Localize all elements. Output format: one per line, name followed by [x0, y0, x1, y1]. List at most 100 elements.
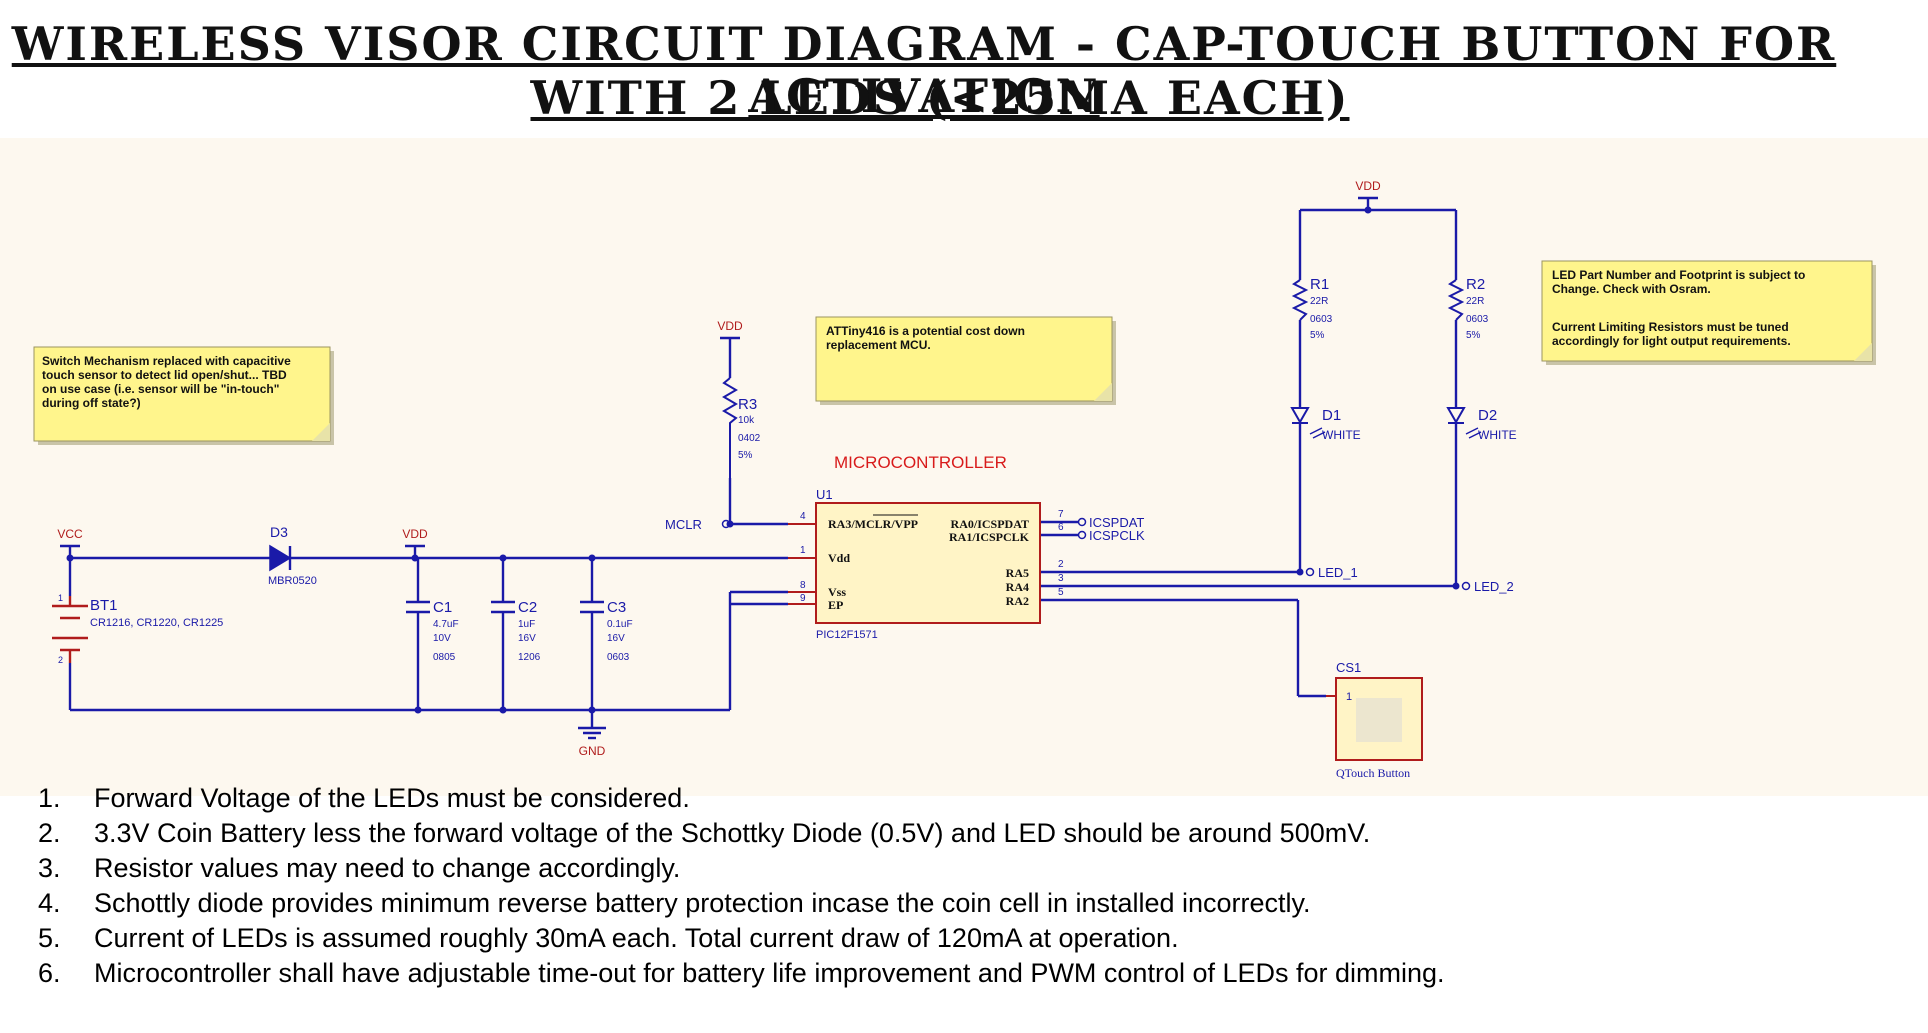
wires	[68, 198, 1458, 728]
net-icspclk: ICSPCLK	[1089, 528, 1145, 543]
page-title-line-1: WIRELESS VISOR CIRCUIT DIAGRAM - CAP-TOU…	[11, 17, 1837, 123]
r3-ref: R3	[738, 396, 757, 413]
r2-pkg: 0603	[1466, 314, 1489, 325]
note-switch-line-1: Switch Mechanism replaced with capacitiv…	[42, 354, 291, 368]
d1-ref: D1	[1322, 407, 1341, 424]
power-symbols	[60, 196, 1378, 548]
qtouch-button-cs1: CS1 1 QTouch Button	[1326, 660, 1423, 780]
junction-dots	[66, 206, 1460, 714]
diode-d3: D3 MBR0520	[268, 524, 317, 587]
footnote-item: 1. Forward Voltage of the LEDs must be co…	[38, 781, 1445, 816]
footnote-number: 1.	[38, 783, 61, 813]
vdd-label-1: VDD	[402, 527, 428, 541]
c3-value: 0.1uF	[607, 619, 633, 630]
net-mclr: MCLR	[665, 517, 702, 532]
note-led: LED Part Number and Footprint is subject…	[1541, 260, 1876, 365]
c2-pkg: 1206	[518, 652, 541, 663]
c2-ref: C2	[518, 599, 537, 616]
footnote-text: Microcontroller shall have adjustable ti…	[94, 958, 1445, 988]
u1-pin-ra2: RA2	[1006, 594, 1029, 608]
d1-value: WHITE	[1322, 428, 1361, 442]
microcontroller-label: MICROCONTROLLER	[834, 453, 1007, 472]
footnote-number: 3.	[38, 853, 61, 883]
u1-pin-num-1: 1	[800, 545, 806, 556]
net-led2: LED_2	[1474, 579, 1514, 594]
r2-ref: R2	[1466, 276, 1485, 293]
u1-ref: U1	[816, 487, 833, 502]
r3-value: 10k	[738, 415, 755, 426]
u1-pin-num-2: 2	[1058, 559, 1064, 570]
bt1-pin2: 2	[58, 655, 63, 665]
led-d2: D2 WHITE	[1446, 407, 1517, 442]
resistor-zigzags	[722, 279, 1465, 478]
mcu-u1: U1 PIC12F1571 4 1 8 9 7 6 2 3 5 RA3/MCLR…	[788, 487, 1064, 641]
u1-pin-num-3: 3	[1058, 573, 1064, 584]
schematic-background	[0, 138, 1928, 796]
note-led-line-1: LED Part Number and Footprint is subject…	[1552, 268, 1805, 282]
cs1-pin: 1	[1346, 691, 1352, 703]
net-icspdat: ICSPDAT	[1089, 515, 1144, 530]
note-led-line-2: Change. Check with Osram.	[1552, 282, 1711, 296]
r2-tol: 5%	[1466, 330, 1481, 341]
note-switch-line-3: on use case (i.e. sensor will be "in-tou…	[42, 382, 279, 396]
footnote-number: 6.	[38, 958, 61, 988]
capacitor-plates	[406, 600, 604, 614]
u1-pin-ra5: RA5	[1006, 566, 1029, 580]
footnote-text: Forward Voltage of the LEDs must be cons…	[94, 783, 690, 813]
u1-pin-ra0: RA0/ICSPDAT	[951, 517, 1029, 531]
note-attiny-line-2: replacement MCU.	[826, 338, 931, 352]
footnote-item: 2. 3.3V Coin Battery less the forward vol…	[38, 816, 1445, 851]
u1-pin-ra3: RA3/MCLR/VPP	[828, 517, 918, 531]
note-switch-line-2: touch sensor to detect lid open/shut... …	[42, 368, 287, 382]
footnotes-list: 1. Forward Voltage of the LEDs must be co…	[38, 781, 1445, 991]
u1-pin-num-8: 8	[800, 580, 806, 591]
c1-pkg: 0805	[433, 652, 456, 663]
note-attiny-line-1: ATTiny416 is a potential cost down	[826, 324, 1025, 338]
r1-ref: R1	[1310, 276, 1329, 293]
circuit-schematic: VCC VDD VDD VDD GND 1 2 BT1 CR1216, CR12…	[0, 138, 1928, 796]
r3-tol: 5%	[738, 450, 753, 461]
c1-voltage: 10V	[433, 633, 451, 644]
page-title-line-2: WITH 2 LEDS (<25MA EACH)	[530, 71, 1350, 125]
footnote-number: 5.	[38, 923, 61, 953]
note-attiny: ATTiny416 is a potential cost down repla…	[815, 316, 1116, 405]
r1-tol: 5%	[1310, 330, 1325, 341]
vdd-label-3: VDD	[1355, 179, 1381, 193]
bt1-pin1: 1	[58, 593, 63, 603]
note-switch-line-4: during off state?)	[42, 396, 141, 410]
footnote-item: 4.Schottly diode provides minimum revers…	[38, 886, 1445, 921]
d2-ref: D2	[1478, 407, 1497, 424]
u1-pin-num-4: 4	[800, 511, 806, 522]
d2-value: WHITE	[1478, 428, 1517, 442]
c3-voltage: 16V	[607, 633, 625, 644]
cs1-ref: CS1	[1336, 660, 1361, 675]
u1-pin-num-9: 9	[800, 593, 806, 604]
vcc-label: VCC	[57, 527, 83, 541]
note-led-line-5: accordingly for light output requirement…	[1552, 334, 1791, 348]
net-led1: LED_1	[1318, 565, 1358, 580]
d3-ref: D3	[270, 524, 288, 540]
footnote-text: 3.3V Coin Battery less the forward volta…	[94, 818, 1371, 848]
u1-pin-num-6: 6	[1058, 522, 1064, 533]
u1-part: PIC12F1571	[816, 629, 878, 641]
bt1-value: CR1216, CR1220, CR1225	[90, 617, 223, 629]
led-d1: D1 WHITE	[1290, 407, 1361, 442]
note-switch: Switch Mechanism replaced with capacitiv…	[33, 346, 334, 445]
bt1-ref: BT1	[90, 597, 118, 614]
u1-pin-vss: Vss	[828, 585, 846, 599]
c2-voltage: 16V	[518, 633, 536, 644]
c1-ref: C1	[433, 599, 452, 616]
c1-value: 4.7uF	[433, 619, 459, 630]
battery-bt1: 1 2 BT1 CR1216, CR1220, CR1225	[52, 593, 223, 665]
u1-pin-ra4: RA4	[1006, 580, 1029, 594]
footnote-number: 2.	[38, 818, 61, 848]
u1-pin-vdd: Vdd	[828, 551, 850, 565]
u1-pin-num-5: 5	[1058, 587, 1064, 598]
note-led-line-4: Current Limiting Resistors must be tuned	[1552, 320, 1789, 334]
c3-pkg: 0603	[607, 652, 630, 663]
r1-value: 22R	[1310, 296, 1328, 307]
gnd-icon	[578, 726, 606, 740]
footnote-text: Current of LEDs is assumed roughly 30mA …	[94, 923, 1179, 953]
r1-pkg: 0603	[1310, 314, 1333, 325]
u1-pin-num-7: 7	[1058, 509, 1064, 520]
